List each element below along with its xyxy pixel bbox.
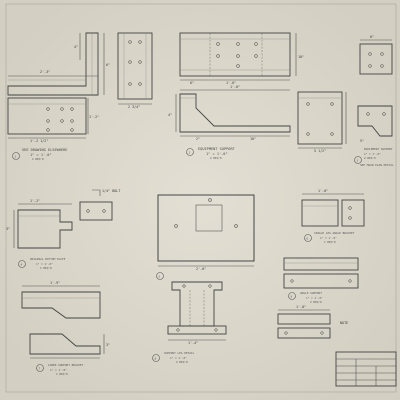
svg-text:5 1/2": 5 1/2" — [314, 149, 326, 153]
svg-text:4: 4 — [21, 262, 23, 266]
svg-text:2: 2 — [189, 150, 191, 154]
svg-text:1'-6": 1'-6" — [226, 81, 236, 85]
svg-text:1" = 1'-0": 1" = 1'-0" — [36, 262, 53, 266]
svg-text:1'-2": 1'-2" — [30, 199, 40, 203]
svg-text:1'-9": 1'-9" — [50, 281, 60, 285]
svg-text:1'-2": 1'-2" — [89, 115, 99, 119]
svg-text:4": 4" — [168, 113, 172, 117]
detail-9-angle-support: 1'-0" NOTE 9 ANGLE SUPPORT 1" = 1'-0" 2 … — [277, 257, 359, 339]
svg-text:5: 5 — [159, 274, 161, 278]
svg-text:2'-3": 2'-3" — [40, 70, 50, 74]
svg-text:EQUIPMENT SUPPORT: EQUIPMENT SUPPORT — [364, 147, 393, 151]
svg-text:2'-0": 2'-0" — [196, 267, 206, 271]
detail-1-tag — [12, 152, 20, 160]
svg-text:6": 6" — [190, 81, 194, 85]
svg-text:3": 3" — [6, 227, 10, 231]
detail-8-support-leg: 1'-4" 8 SUPPORT LEG DETAIL 1" = 1'-0" 2 … — [152, 281, 227, 364]
title-block — [335, 351, 397, 387]
detail-7-lower-bracket: 1'-9" 3" 7 LOWER SUPPORT BRACKET 1" = 1'… — [21, 281, 110, 376]
svg-text:9: 9 — [291, 294, 293, 298]
svg-text:SEE DRAWING ELSEWHERE: SEE DRAWING ELSEWHERE — [22, 148, 67, 152]
detail-5-grating-plate: 2'-0" 5 — [156, 194, 255, 280]
svg-text:2": 2" — [196, 137, 200, 141]
detail-6-single-leg-bracket: 1'-0" 6 SINGLE LEG ANGLE BRACKET 1" = 1'… — [301, 189, 365, 244]
svg-text:LOWER SUPPORT BRACKET: LOWER SUPPORT BRACKET — [48, 363, 84, 367]
svg-text:1'-0": 1'-0" — [318, 189, 328, 193]
svg-text:7: 7 — [39, 366, 41, 370]
svg-text:1'-6": 1'-6" — [230, 85, 240, 89]
svg-text:ANGLE SUPPORT: ANGLE SUPPORT — [300, 291, 322, 295]
svg-text:1 REQ'D: 1 REQ'D — [40, 266, 52, 270]
svg-text:2 REQ'D: 2 REQ'D — [210, 156, 222, 160]
svg-text:1 REQ'D: 1 REQ'D — [324, 240, 336, 244]
svg-text:6: 6 — [307, 236, 309, 240]
sheet-border — [5, 3, 397, 393]
svg-text:10": 10" — [298, 55, 304, 59]
svg-text:1'-2 1/2": 1'-2 1/2" — [30, 139, 48, 143]
svg-text:EQUIPMENT SUPPORT: EQUIPMENT SUPPORT — [198, 147, 236, 151]
svg-text:10": 10" — [250, 137, 256, 141]
svg-text:1/4" BOLT: 1/4" BOLT — [102, 189, 120, 193]
svg-text:SUPPORT LEG DETAIL: SUPPORT LEG DETAIL — [164, 351, 195, 355]
svg-text:1 REQ'D: 1 REQ'D — [56, 372, 68, 376]
svg-text:1'-4": 1'-4" — [188, 341, 198, 345]
detail-4-bottom-plate: 1'-2" 3" 1/4" BOLT 4 ORIGINAL BOTTOM PLA… — [6, 189, 120, 270]
svg-text:6": 6" — [106, 63, 110, 67]
svg-text:1'-0": 1'-0" — [296, 305, 306, 309]
svg-text:1" = 1'-0": 1" = 1'-0" — [320, 236, 337, 240]
svg-text:1" = 1'-0": 1" = 1'-0" — [306, 296, 323, 300]
svg-text:1: 1 — [15, 154, 17, 158]
detail-2-equipment-support: 6" 1'-6" 10" 4" 1'-6" 2" 10" 2 EQUIPMENT… — [168, 32, 304, 160]
svg-text:1" = 1'-0": 1" = 1'-0" — [30, 153, 52, 157]
svg-text:2 3/4": 2 3/4" — [128, 105, 140, 109]
svg-text:2 REQ'D: 2 REQ'D — [176, 360, 188, 364]
svg-text:6": 6" — [370, 35, 374, 39]
svg-text:2 REQ'D: 2 REQ'D — [310, 300, 322, 304]
detail-3-equipment-support: 6" 5 1/2" 5" 3 EQUIPMENT SUPPORT 1" = 1'… — [297, 35, 394, 167]
svg-text:SINGLE LEG ANGLE BRACKET: SINGLE LEG ANGLE BRACKET — [314, 231, 355, 235]
svg-text:4": 4" — [74, 45, 78, 49]
svg-text:3: 3 — [357, 158, 359, 162]
svg-text:5": 5" — [360, 139, 364, 143]
svg-text:8: 8 — [155, 356, 157, 360]
svg-text:SEE MAIN PLAN DETAIL: SEE MAIN PLAN DETAIL — [360, 163, 394, 167]
svg-text:1" = 1'-0": 1" = 1'-0" — [206, 152, 228, 156]
svg-text:1" = 1'-0": 1" = 1'-0" — [364, 152, 381, 156]
svg-text:3": 3" — [106, 343, 110, 347]
svg-text:2 REQ'D: 2 REQ'D — [32, 157, 44, 161]
detail-1-angle-bracket: 4" 6" 2'-3" 1'-2" 1'-2 1/2" 2 3/4" 1 SEE… — [7, 32, 153, 161]
svg-text:2 REQ'D: 2 REQ'D — [364, 156, 376, 160]
svg-text:1" = 1'-0": 1" = 1'-0" — [170, 356, 187, 360]
svg-text:1" = 1'-0": 1" = 1'-0" — [50, 368, 67, 372]
svg-text:ORIGINAL BOTTOM PLATE: ORIGINAL BOTTOM PLATE — [30, 257, 66, 261]
svg-text:NOTE: NOTE — [340, 321, 348, 325]
